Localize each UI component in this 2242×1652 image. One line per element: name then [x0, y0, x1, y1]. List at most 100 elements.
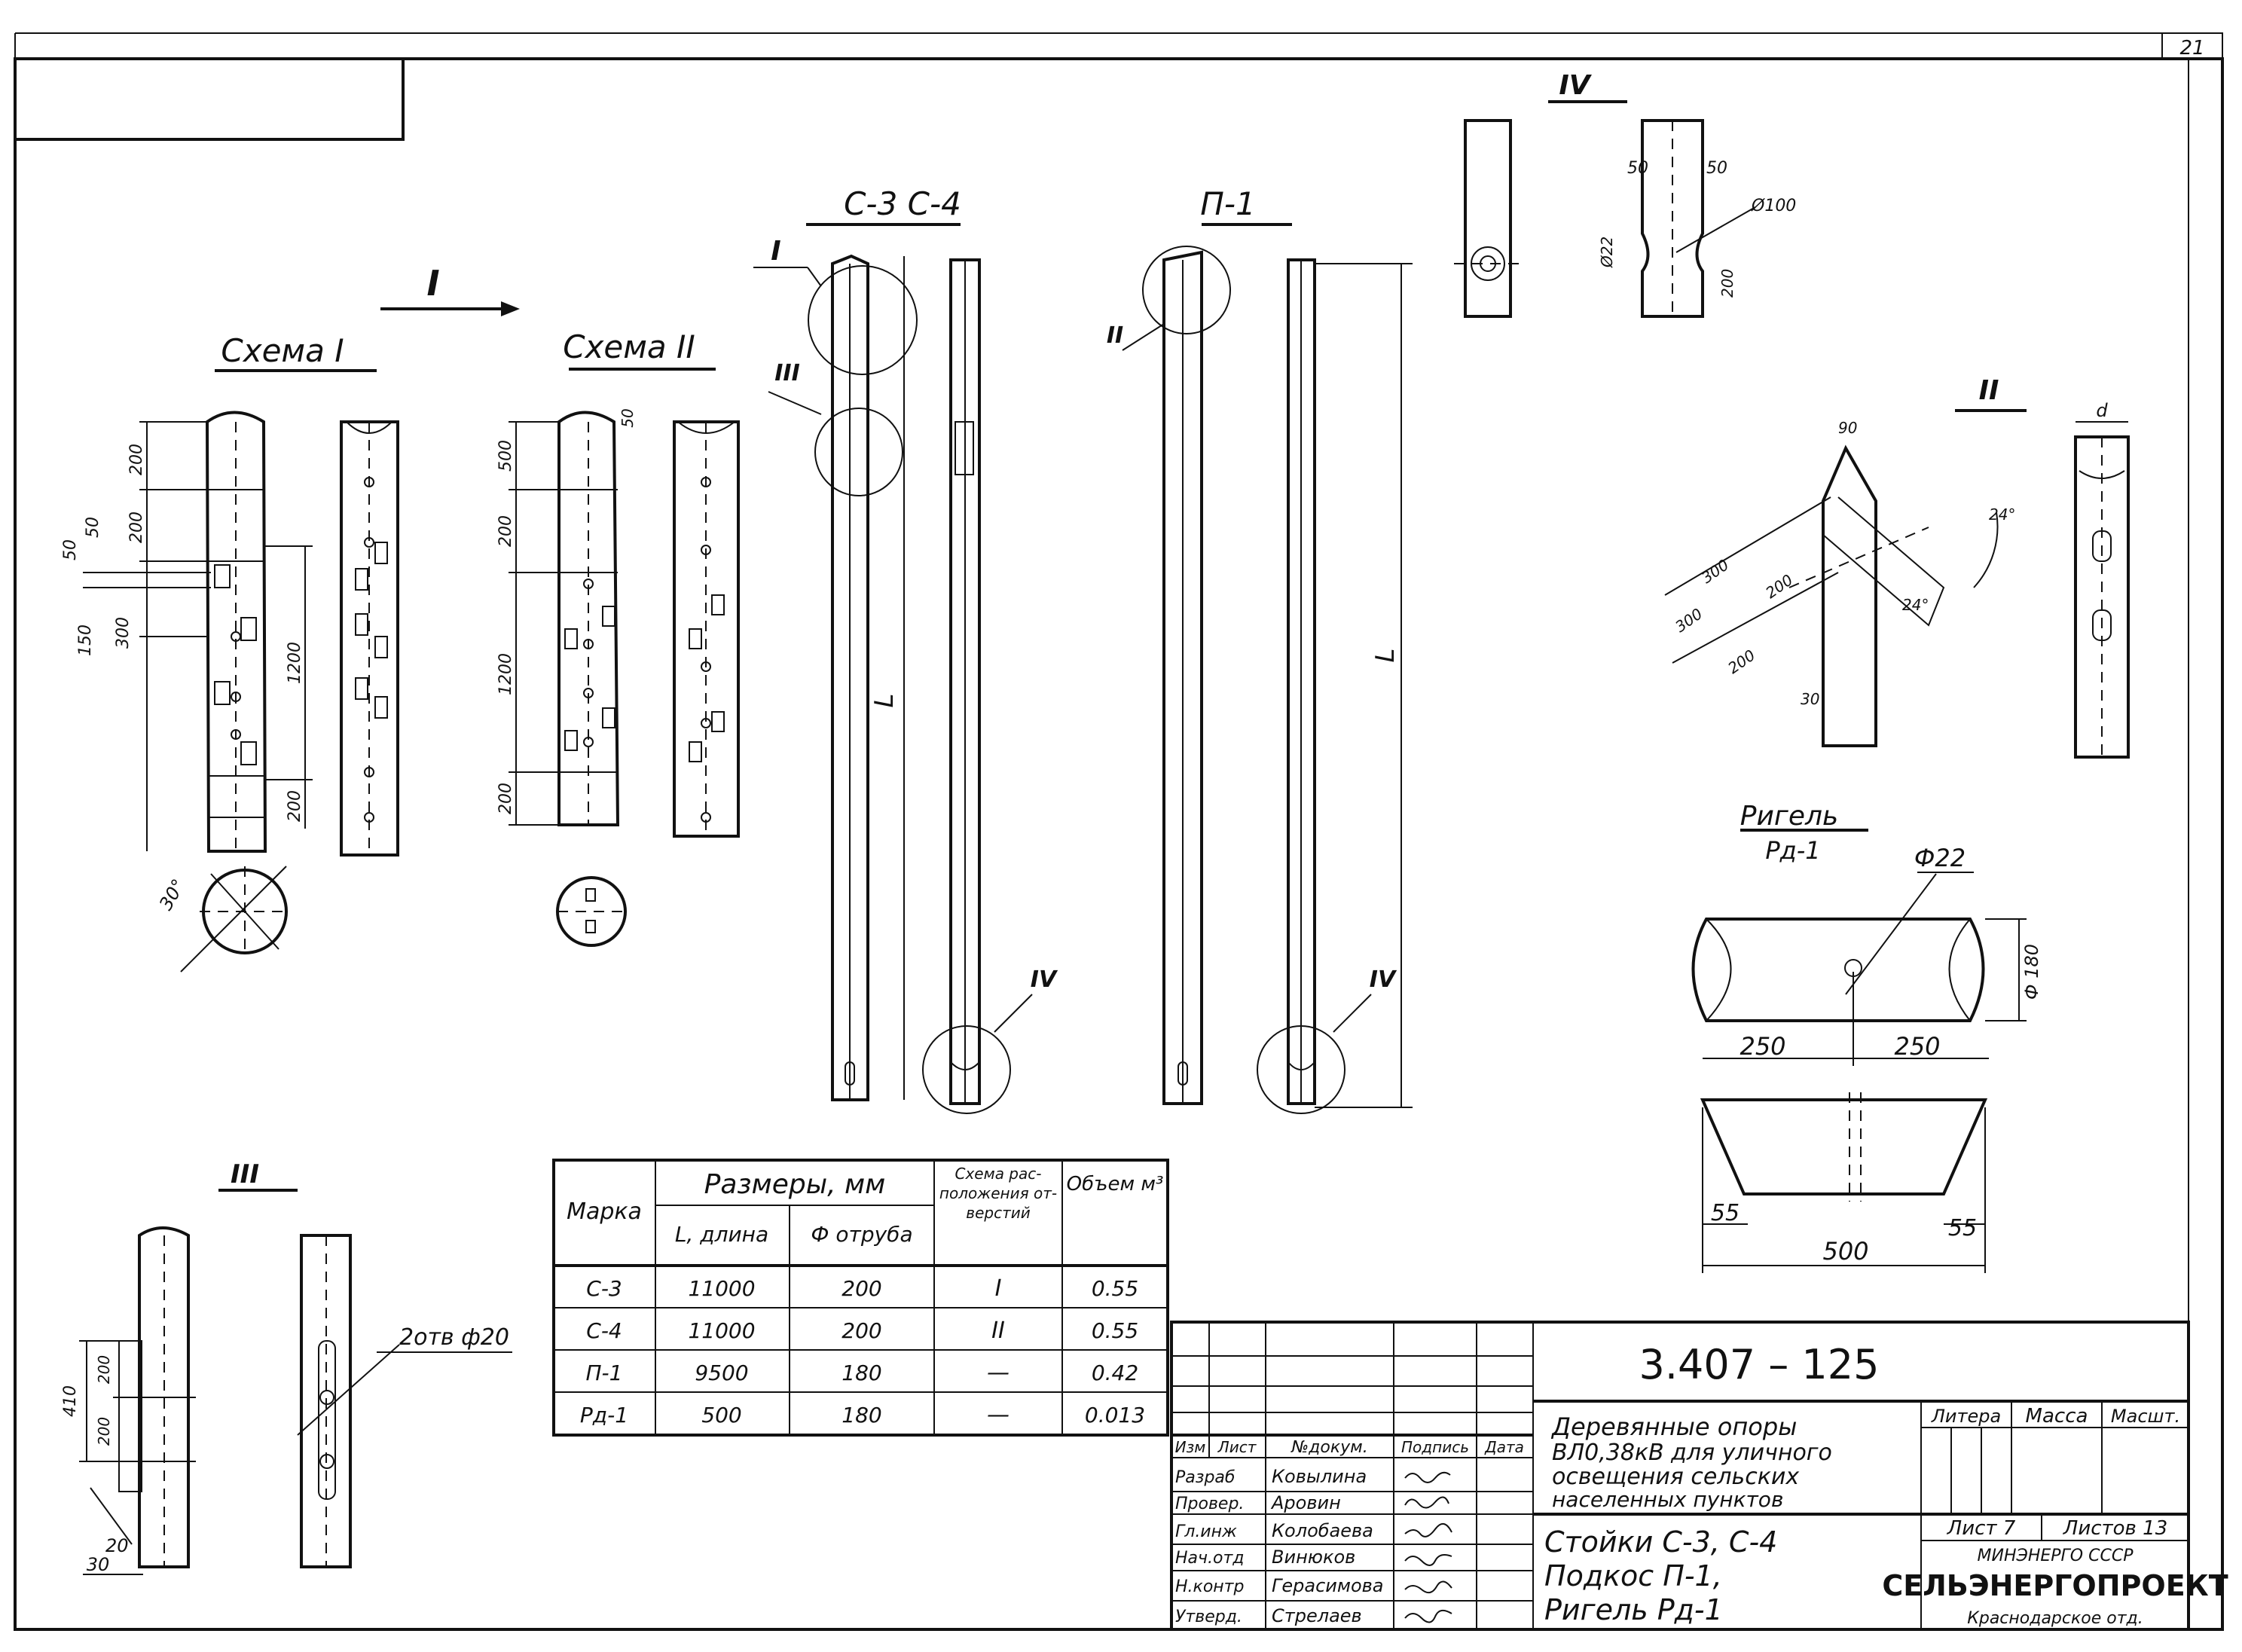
detail-III-note: 2отв ф20	[399, 1324, 509, 1351]
scheme-2-dim-500: 500	[496, 440, 515, 472]
detail-II-dim-300a: 300	[1698, 556, 1732, 588]
stamp-massa: Масса	[2026, 1405, 2088, 1428]
detail-III-label: III	[231, 1159, 259, 1189]
role-label: Провер.	[1175, 1495, 1244, 1513]
stamp-signatures	[1404, 1471, 1452, 1623]
row-volume: 0.42	[1092, 1360, 1138, 1385]
row-volume: 0.55	[1092, 1318, 1138, 1343]
detail-II-angle-a: 24°	[1989, 505, 2015, 524]
row-scheme: —	[987, 1402, 1010, 1428]
row-scheme: II	[991, 1318, 1005, 1344]
p1-title: П-1	[1200, 185, 1255, 222]
scheme-2-dim-200a: 200	[496, 515, 515, 547]
role-name: Стрелаев	[1272, 1605, 1362, 1626]
head-list: Лист	[1217, 1438, 1257, 1456]
table-rows: С-3 11000 200 I 0.55 С-4 11000 200 II 0.…	[580, 1275, 1145, 1428]
row-dia: 180	[842, 1360, 881, 1385]
scheme-1-dim-50a: 50	[61, 539, 80, 560]
stamp-sheet-title: Стойки С-3, С-4 Подкос П-1, Ригель Рд-1	[1544, 1525, 1777, 1626]
description-line: Деревянные опоры	[1550, 1412, 1797, 1441]
stamp-roles: Разраб Ковылина Провер. Аровин Гл.инж Ко…	[1175, 1466, 1384, 1626]
scheme-1-dim-150: 150	[76, 624, 95, 656]
scheme-1-dim-300: 300	[114, 617, 133, 649]
row-dia: 200	[842, 1276, 881, 1301]
role-label: Утверд.	[1175, 1608, 1242, 1626]
pole-c3-c4: С-3 С-4 L I III IV	[753, 185, 1058, 1114]
scheme-2-title: Схема II	[563, 328, 695, 365]
table-row: С-3 11000 200 I 0.55	[586, 1275, 1138, 1302]
role-name: Герасимова	[1272, 1575, 1384, 1596]
stamp-col-heads: Изм Лист №докум. Подпись Дата	[1175, 1438, 1524, 1457]
scheme-2-dim-50: 50	[619, 408, 637, 427]
rigel-total: 500	[1822, 1237, 1868, 1266]
detail-II-dim-200a: 200	[1762, 571, 1796, 603]
c3c4-callout-I: I	[771, 236, 780, 267]
detail-II: II 90 300 200 300 200 30 24° 24° d	[1664, 375, 2130, 759]
head-data: Дата	[1484, 1438, 1524, 1456]
detail-III-dim-410: 410	[61, 1385, 80, 1417]
role-label: Нач.отд	[1175, 1549, 1245, 1568]
row-length: 500	[701, 1403, 741, 1428]
table-head-dims: Размеры, мм	[704, 1169, 886, 1200]
role-name: Ковылина	[1272, 1466, 1367, 1487]
stamp-list: Лист 7	[1947, 1517, 2016, 1540]
scheme-1: Схема I 200 200 50 50 150 300 1200	[61, 332, 399, 973]
view-I-marker: I	[380, 263, 520, 316]
rigel-half-2: 250	[1894, 1032, 1940, 1061]
detail-III-dim-30: 30	[87, 1554, 110, 1575]
row-volume: 0.55	[1092, 1276, 1138, 1301]
row-mark: С-4	[586, 1318, 622, 1343]
row-mark: Рд-1	[580, 1403, 628, 1428]
role-label: Разраб	[1175, 1468, 1235, 1487]
detail-IV-dim-50b: 50	[1706, 159, 1727, 178]
spec-table	[552, 1159, 1169, 1437]
detail-III-dim-200a: 200	[95, 1355, 113, 1384]
head-dokum: №докум.	[1291, 1438, 1367, 1457]
detail-II-label: II	[1979, 375, 1999, 406]
scheme-1-title: Схема I	[221, 332, 344, 369]
stamp-litera: Литера	[1931, 1406, 2001, 1427]
role-name: Аровин	[1270, 1492, 1341, 1513]
detail-IV-dim-dia: Ø22	[1598, 237, 1616, 268]
description-line: ВЛ0,38кВ для уличного	[1552, 1440, 1832, 1466]
detail-II-dim-30: 30	[1801, 690, 1819, 708]
scheme-1-angle: 30°	[155, 875, 190, 914]
p1-callout-IV: IV	[1370, 966, 1397, 993]
role-label: Гл.инж	[1175, 1522, 1237, 1541]
p1-length: L	[1370, 649, 1400, 663]
rigel-subtitle: Рд-1	[1765, 836, 1820, 865]
scheme-1-dim-1200: 1200	[286, 642, 304, 684]
row-scheme: I	[995, 1275, 1002, 1302]
c3c4-length: L	[869, 694, 900, 708]
stamp-description: Деревянные опоры ВЛ0,38кВ для уличного о…	[1550, 1412, 1832, 1512]
c3c4-title: С-3 С-4	[844, 185, 961, 222]
row-scheme: —	[987, 1360, 1010, 1386]
stamp-org-3: Краснодарское отд.	[1967, 1609, 2143, 1628]
sheet-number: 21	[2179, 37, 2204, 60]
table-row: Рд-1 500 180 — 0.013	[580, 1402, 1145, 1428]
c3c4-callout-IV: IV	[1031, 966, 1058, 993]
head-podpis: Подпись	[1401, 1438, 1469, 1456]
detail-II-dim-200b: 200	[1724, 646, 1758, 678]
table-row: П-1 9500 180 — 0.42	[586, 1360, 1139, 1386]
detail-II-dim-300b: 300	[1672, 605, 1706, 637]
rigel-half-1: 250	[1740, 1032, 1785, 1061]
role-label: Н.контр	[1175, 1577, 1244, 1596]
stamp-masshtab: Масшт.	[2111, 1406, 2180, 1427]
scheme-2: Схема II 500 50 200 1200 200	[496, 328, 740, 947]
head-izm: Изм	[1175, 1438, 1206, 1456]
stamp-listov: Листов 13	[2063, 1517, 2167, 1540]
rigel-bevel-2: 55	[1948, 1215, 1977, 1241]
sheet-title-line: Ригель Рд-1	[1544, 1593, 1723, 1626]
rigel-rd1: Ригель Рд-1 Ф22 Ф 180 250 250 55 55 500	[1691, 801, 2042, 1273]
role-name: Винюков	[1272, 1547, 1355, 1568]
scheme-1-dim-200b: 200	[127, 511, 146, 543]
table-row: С-4 11000 200 II 0.55	[586, 1318, 1138, 1344]
scheme-1-dim-50b: 50	[84, 517, 102, 538]
p1-callout-II: II	[1107, 322, 1123, 349]
detail-IV: IV 50 50 Ø22 200 Ø100	[1454, 70, 1796, 318]
sheet-title-line: Стойки С-3, С-4	[1544, 1525, 1777, 1559]
title-block	[1170, 1321, 2190, 1631]
c3c4-callout-III: III	[774, 360, 800, 386]
